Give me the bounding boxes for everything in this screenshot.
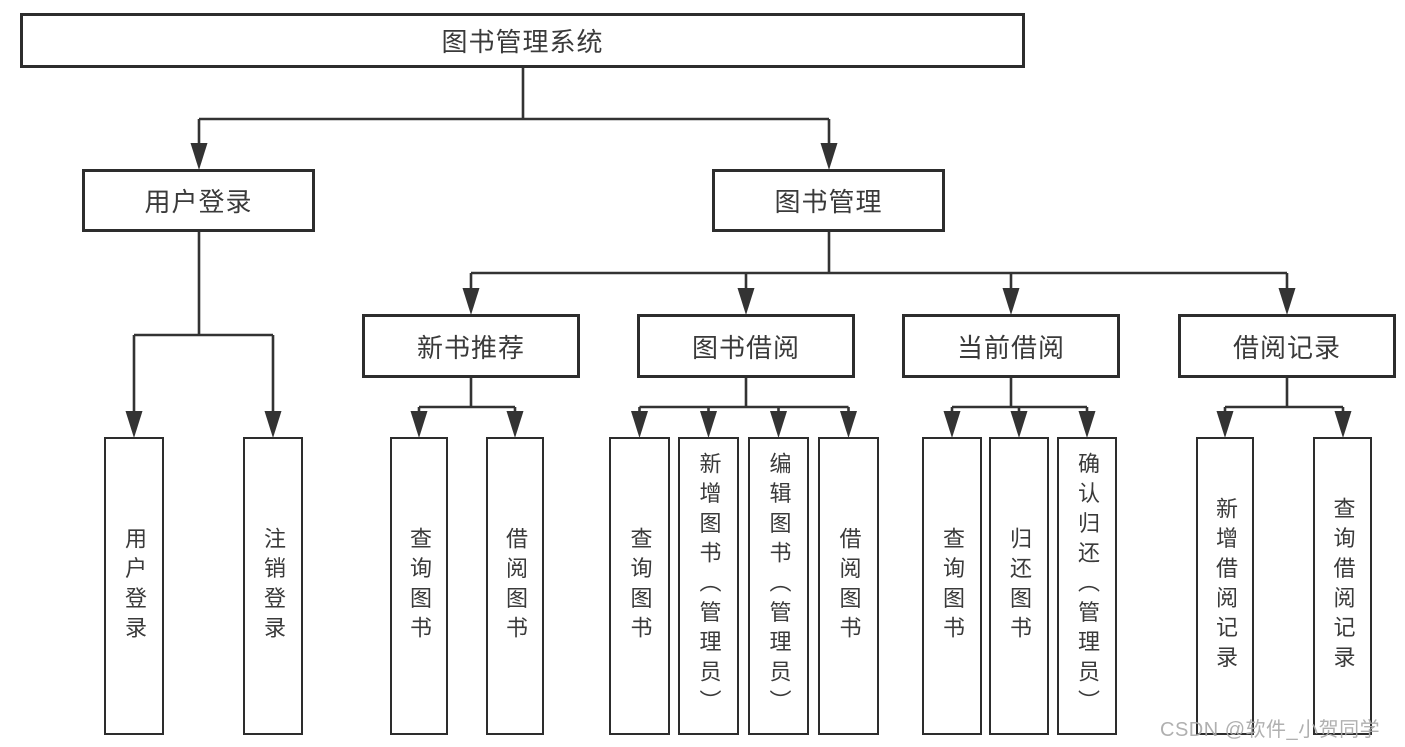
leaf-borrow-borrow-book: 借阅图书 (818, 437, 879, 735)
leaf-label: 查询图书 (407, 526, 432, 646)
leaf-label: 借阅图书 (836, 526, 862, 646)
node-label: 借阅记录 (1232, 332, 1341, 363)
leaf-label: 编辑图书（管理员） (766, 452, 792, 720)
leaf-borrow-query-book: 查询图书 (609, 437, 670, 735)
node-root: 图书管理系统 (20, 13, 1025, 68)
leaf-newbook-query-book: 查询图书 (390, 437, 448, 735)
node-label: 新书推荐 (416, 332, 525, 363)
leaf-label: 归还图书 (1007, 526, 1032, 646)
node-new-book-recommend: 新书推荐 (362, 314, 580, 378)
leaf-label: 新增图书（管理员） (696, 452, 722, 720)
leaf-user-login: 用户登录 (104, 437, 164, 735)
node-label: 用户登录 (144, 187, 253, 217)
leaf-label: 用户登录 (122, 526, 147, 646)
leaf-current-query-book: 查询图书 (922, 437, 982, 735)
leaf-newbook-borrow-book: 借阅图书 (486, 437, 544, 735)
leaf-records-query-record: 查询借阅记录 (1313, 437, 1372, 735)
node-label: 图书管理 (774, 187, 883, 217)
node-user-login: 用户登录 (82, 169, 315, 232)
leaf-logout: 注销登录 (243, 437, 303, 735)
node-book-borrow: 图书借阅 (637, 314, 855, 378)
node-borrow-records: 借阅记录 (1178, 314, 1396, 378)
node-label: 图书管理系统 (441, 27, 604, 57)
leaf-current-confirm-return-admin: 确认归还（管理员） (1057, 437, 1117, 735)
leaf-records-add-record: 新增借阅记录 (1196, 437, 1254, 735)
leaf-label: 注销登录 (261, 526, 286, 646)
node-label: 图书借阅 (691, 332, 800, 363)
csdn-watermark: CSDN @软件_小贺同学 (1160, 719, 1381, 741)
leaf-label: 查询图书 (627, 526, 653, 646)
node-label: 当前借阅 (956, 332, 1065, 363)
leaf-label: 新增借阅记录 (1213, 496, 1238, 676)
node-book-management: 图书管理 (712, 169, 945, 232)
leaf-borrow-add-book-admin: 新增图书（管理员） (678, 437, 739, 735)
leaf-label: 确认归还（管理员） (1075, 452, 1100, 720)
leaf-label: 查询借阅记录 (1330, 496, 1356, 676)
leaf-borrow-edit-book-admin: 编辑图书（管理员） (748, 437, 809, 735)
leaf-current-return-book: 归还图书 (989, 437, 1049, 735)
leaf-label: 借阅图书 (503, 526, 528, 646)
leaf-label: 查询图书 (940, 526, 965, 646)
node-current-borrow: 当前借阅 (902, 314, 1120, 378)
